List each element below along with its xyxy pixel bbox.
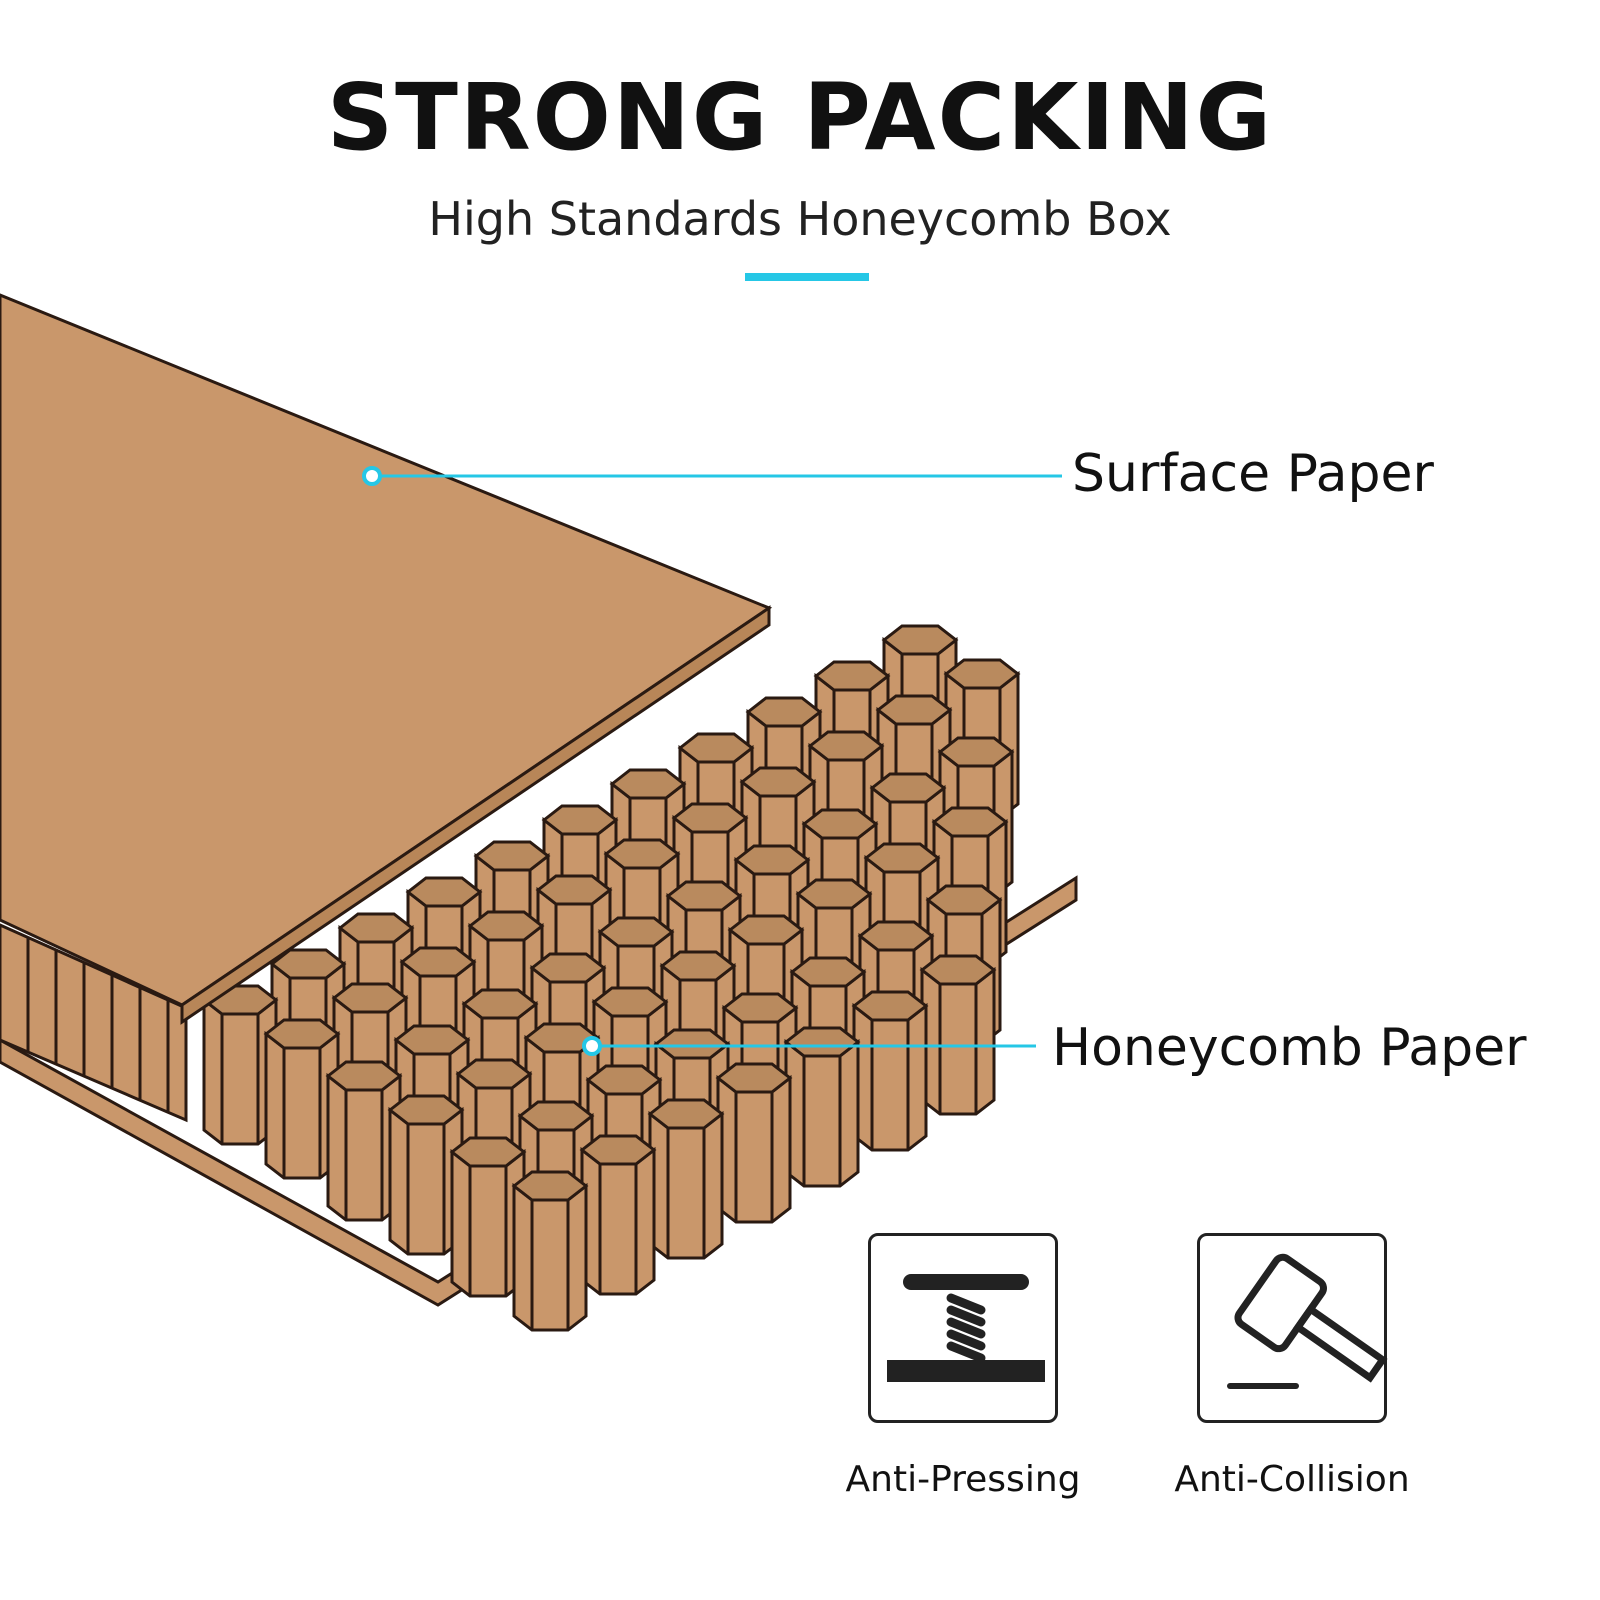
honeycomb-cell: [647, 1098, 725, 1260]
press-spring-icon: [887, 1274, 1045, 1382]
anti-collision-badge: [1197, 1233, 1388, 1423]
surface-paper-label: Surface Paper: [1072, 444, 1434, 504]
page-subtitle: High Standards Honeycomb Box: [428, 192, 1172, 246]
surface-paper-edge: [180, 605, 771, 1025]
honeycomb-cell: [263, 1018, 341, 1180]
honeycomb-paper-label: Honeycomb Paper: [1052, 1018, 1527, 1078]
bottom-board: [0, 875, 1078, 1307]
core-side-flutes: [26, 937, 170, 1113]
honeycomb-cell: [851, 990, 929, 1152]
honeycomb-cell: [387, 1094, 465, 1256]
honeycomb-cell: [715, 1062, 793, 1224]
accent-divider: [745, 273, 869, 281]
anti-collision-label: Anti-Collision: [1174, 1459, 1410, 1500]
anti-pressing-label: Anti-Pressing: [845, 1459, 1081, 1500]
honeycomb-cell: [449, 1136, 527, 1298]
hammer-icon: [1227, 1253, 1388, 1389]
honeycomb-cell: [579, 1134, 657, 1296]
page-title: STRONG PACKING: [326, 64, 1274, 171]
honeycomb-cell: [783, 1026, 861, 1188]
honeycomb-cell: [511, 1170, 589, 1332]
honeycomb-callout-dot: [582, 1036, 602, 1056]
surface-callout-dot: [362, 466, 382, 486]
anti-pressing-badge: [868, 1233, 1058, 1423]
honeycomb-core: [201, 624, 1021, 1332]
honeycomb-cell: [919, 954, 997, 1116]
